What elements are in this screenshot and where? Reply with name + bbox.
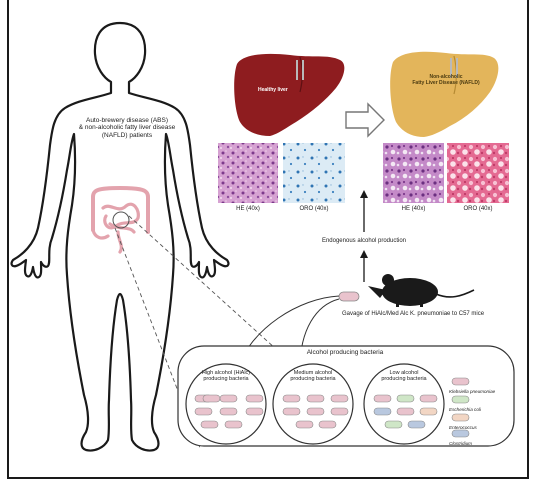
bacterium-high	[200, 420, 219, 429]
low-alcohol-label: Low alcohol producing bacteria	[368, 370, 440, 383]
patient-label-line2: & non-alcoholic fatty liver disease	[78, 124, 176, 132]
patient-label-line3: (NAFLD) patients	[101, 131, 153, 139]
zoom-circle	[112, 211, 130, 229]
medium-alcohol-label: Medium alcohol producing bacteria	[277, 370, 349, 383]
oro-nafld-image	[447, 143, 509, 203]
legend-swatch-0	[451, 377, 470, 386]
bacteria-panel-title: Alcohol producing bacteria	[306, 349, 384, 356]
nafld-label-line2: Fatty Liver Disease (NAFLD)	[412, 79, 480, 86]
bacterium-medium	[318, 420, 337, 429]
bacterium-medium	[330, 394, 349, 403]
bacterium-high	[224, 420, 243, 429]
bacterium-medium	[306, 394, 325, 403]
bacterium-high	[245, 407, 264, 416]
figure-frame	[7, 0, 529, 479]
bacterium-medium	[282, 394, 301, 403]
he-nafld-image	[383, 143, 444, 203]
nafld-liver	[390, 51, 499, 137]
legend-swatch-1	[451, 395, 470, 404]
legend-label-ecoli: Escherichia coli	[449, 407, 481, 412]
gavage-bacterium	[338, 291, 360, 302]
bacterium-medium	[306, 407, 325, 416]
endogenous-label: Endogenous alcohol production	[321, 238, 407, 244]
legend-swatch-3	[451, 429, 470, 438]
bacterium-medium	[282, 407, 301, 416]
oro-healthy-caption: ORO (40x)	[299, 206, 329, 212]
patient-label-line1: Auto-brewery disease (ABS)	[85, 117, 168, 124]
oro-nafld-caption: ORO (40x)	[463, 206, 493, 212]
bacterium-high	[194, 407, 213, 416]
bacterium-low	[407, 420, 426, 429]
nafld-label-line1: Non-alcoholic	[429, 74, 463, 80]
bacterium-low	[373, 394, 392, 403]
legend-label-clostridium: Clostridium	[449, 441, 472, 446]
high-alcohol-label: High alcohol (HiAlc) producing bacteria	[190, 370, 262, 383]
bacterium-high	[219, 407, 238, 416]
bacterium-high	[245, 394, 264, 403]
arrow-up-to-liver	[360, 190, 368, 198]
patient-label: Auto-brewery disease (ABS) & non-alcohol…	[52, 117, 202, 139]
legend-swatch-2	[451, 413, 470, 422]
bacterium-low	[419, 394, 438, 403]
he-healthy-caption: HE (40x)	[236, 206, 260, 212]
healthy-liver-label: Healthy liver	[258, 87, 288, 93]
bacterium-low	[419, 407, 438, 416]
medium-label-line2: producing bacteria	[290, 376, 336, 383]
arrow-up-to-endogenous	[360, 250, 368, 258]
he-healthy-image	[218, 143, 278, 203]
nafld-liver-label: Non-alcoholic Fatty Liver Disease (NAFLD…	[410, 74, 482, 87]
low-label-line1: Low alcohol	[389, 370, 419, 376]
oro-healthy-image	[283, 143, 345, 203]
bacterium-low	[396, 394, 415, 403]
high-label-line1: High alcohol (HiAlc)	[201, 370, 251, 376]
bacterium-high	[219, 394, 238, 403]
bacterium-low	[396, 407, 415, 416]
gavage-label: Gavage of HiAlc/Med Alc K. pneumoniae to…	[342, 311, 485, 317]
legend-label-klebsiella: Klebsiella pneumoniae	[449, 389, 496, 394]
progression-arrow	[345, 102, 385, 138]
bacterium-medium	[330, 407, 349, 416]
bacterium-low	[373, 407, 392, 416]
healthy-liver	[234, 53, 345, 136]
legend-label-enterococcus: Enterococcus	[449, 425, 477, 430]
bacterium-medium	[295, 420, 314, 429]
he-nafld-caption: HE (40x)	[401, 206, 426, 212]
bacterium-high	[202, 394, 221, 403]
medium-label-line1: Medium alcohol	[293, 370, 333, 376]
high-label-line2: producing bacteria	[203, 376, 249, 383]
low-label-line2: producing bacteria	[381, 376, 427, 383]
mouse-illustration	[368, 274, 475, 307]
bacterium-low	[384, 420, 403, 429]
